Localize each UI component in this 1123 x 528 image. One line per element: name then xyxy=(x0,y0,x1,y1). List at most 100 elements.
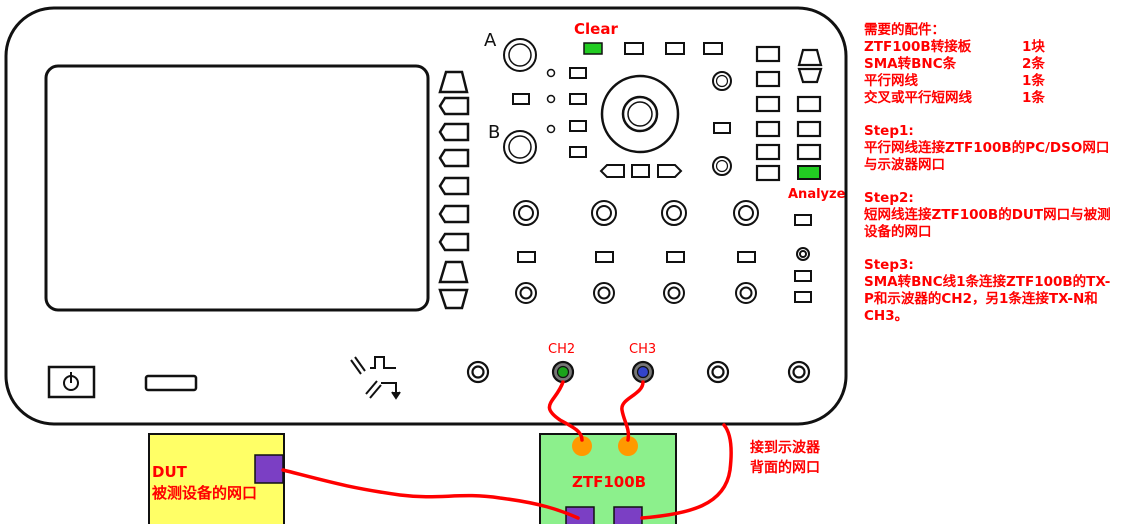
top-button-3[interactable] xyxy=(665,42,685,55)
knob-right-lower[interactable] xyxy=(712,156,732,176)
right-button-1[interactable] xyxy=(755,45,781,63)
channel-knob-2 xyxy=(591,200,617,226)
channel-knob-row-2[interactable] xyxy=(515,282,757,304)
mid-button-4[interactable] xyxy=(569,146,587,158)
knob-right-upper[interactable] xyxy=(712,71,732,91)
part-qty: 1条 xyxy=(1022,73,1045,89)
arrow-center-button[interactable] xyxy=(631,164,650,178)
arrow-right-button[interactable] xyxy=(657,164,683,178)
softkey-4[interactable] xyxy=(438,148,470,168)
top-button-4[interactable] xyxy=(703,42,723,55)
oscilloscope-screen xyxy=(44,64,430,312)
softkey-8[interactable] xyxy=(438,260,469,284)
knob-a[interactable] xyxy=(503,38,537,72)
step-title: Step1: xyxy=(864,123,914,139)
dut-title: DUT xyxy=(152,463,188,481)
mid-button-2[interactable] xyxy=(569,93,587,105)
softkey-9[interactable] xyxy=(438,288,469,310)
right-button-2[interactable] xyxy=(755,70,781,88)
part-row: ZTF100B转接板 1块 xyxy=(864,39,1119,56)
bnc-ext[interactable] xyxy=(787,360,811,384)
channel-knob-6 xyxy=(593,282,615,304)
parts-heading: 需要的配件： xyxy=(864,22,945,38)
backport-label-line1: 接到示波器 xyxy=(750,439,821,456)
mid-button-1[interactable] xyxy=(569,67,587,79)
clear-button[interactable] xyxy=(583,42,603,55)
softkey-6[interactable] xyxy=(438,204,470,224)
part-row: 平行网线 1条 xyxy=(864,73,1119,90)
channel-button-row[interactable] xyxy=(517,251,756,263)
softkey-1[interactable] xyxy=(438,70,469,94)
channel-knob-4 xyxy=(733,200,759,226)
power-icon xyxy=(63,372,79,391)
indicator-dots xyxy=(546,68,556,134)
button-right-of-wheel[interactable] xyxy=(713,122,731,134)
cable-dut-to-ztf xyxy=(281,468,580,520)
arrow-left-button[interactable] xyxy=(599,164,625,178)
mid-button-3[interactable] xyxy=(569,120,587,132)
probe-comp-icon xyxy=(350,356,401,400)
cable-ztf-to-scope-back xyxy=(640,423,733,520)
bnc-ch2[interactable] xyxy=(551,360,575,384)
main-wheel[interactable] xyxy=(600,74,680,154)
far-right-controls[interactable] xyxy=(794,214,812,303)
dut-subtitle: 被测设备的网口 xyxy=(152,484,257,502)
part-qty: 1块 xyxy=(1022,39,1045,55)
softkey-3[interactable] xyxy=(438,122,470,142)
sma-tx-p[interactable] xyxy=(572,436,592,456)
step-text: SMA转BNC线1条连接ZTF100B的TX-P和示波器的CH2，另1条连接TX… xyxy=(864,274,1111,324)
part-name: 交叉或平行短网线 xyxy=(864,90,972,106)
channel-knob-8 xyxy=(735,282,757,304)
part-row: SMA转BNC条 2条 xyxy=(864,56,1119,73)
part-name: 平行网线 xyxy=(864,73,918,89)
step-title: Step2: xyxy=(864,190,914,206)
ztf-dut-port[interactable] xyxy=(565,506,595,528)
bnc-ch1[interactable] xyxy=(466,360,490,384)
cables xyxy=(281,380,733,520)
right-button-9[interactable] xyxy=(796,143,822,161)
knob-b[interactable] xyxy=(503,130,537,164)
right-button-7[interactable] xyxy=(796,95,822,113)
softkey-5[interactable] xyxy=(438,176,470,196)
step-text: 平行网线连接ZTF100B的PC/DSO网口与示波器网口 xyxy=(864,140,1110,173)
ch2-label: CH2 xyxy=(548,342,575,357)
bnc-ch3[interactable] xyxy=(631,360,655,384)
channel-knob-1 xyxy=(513,200,539,226)
cable-ch2-to-tx-p xyxy=(547,380,584,442)
channel-knob-3 xyxy=(661,200,687,226)
softkey-7[interactable] xyxy=(438,232,470,252)
softkey-2[interactable] xyxy=(438,96,470,116)
channel-knob-7 xyxy=(663,282,685,304)
step-title: Step3: xyxy=(864,257,914,273)
right-trap-up[interactable] xyxy=(797,48,823,67)
analyze-button[interactable] xyxy=(797,165,821,180)
bnc-ch4[interactable] xyxy=(706,360,730,384)
clear-label: Clear xyxy=(574,20,618,38)
right-button-3[interactable] xyxy=(755,95,781,113)
usb-port[interactable] xyxy=(144,374,198,392)
mid-button-5[interactable] xyxy=(512,93,530,105)
mid-buttons[interactable] xyxy=(512,67,587,158)
channel-knob-row-1[interactable] xyxy=(513,200,759,226)
part-qty: 1条 xyxy=(1022,90,1045,106)
part-row: 交叉或平行短网线 1条 xyxy=(864,90,1119,107)
ztf100b-title: ZTF100B xyxy=(572,473,646,491)
right-button-6[interactable] xyxy=(755,164,781,182)
ch3-label: CH3 xyxy=(629,342,656,357)
top-button-2[interactable] xyxy=(624,42,644,55)
part-qty: 2条 xyxy=(1022,56,1045,72)
dut-ethernet-port[interactable] xyxy=(254,454,284,484)
ztf-pc-dso-port[interactable] xyxy=(613,506,643,528)
knob-b-label: B xyxy=(488,122,500,143)
right-button-4[interactable] xyxy=(755,120,781,138)
knob-a-label: A xyxy=(484,30,497,51)
cable-ch3-to-tx-n xyxy=(620,380,645,442)
right-button-5[interactable] xyxy=(755,143,781,161)
right-trap-down[interactable] xyxy=(797,67,823,84)
sma-tx-n[interactable] xyxy=(618,436,638,456)
right-button-column[interactable] xyxy=(755,45,823,182)
right-button-8[interactable] xyxy=(796,120,822,138)
softkey-column[interactable] xyxy=(438,70,470,310)
